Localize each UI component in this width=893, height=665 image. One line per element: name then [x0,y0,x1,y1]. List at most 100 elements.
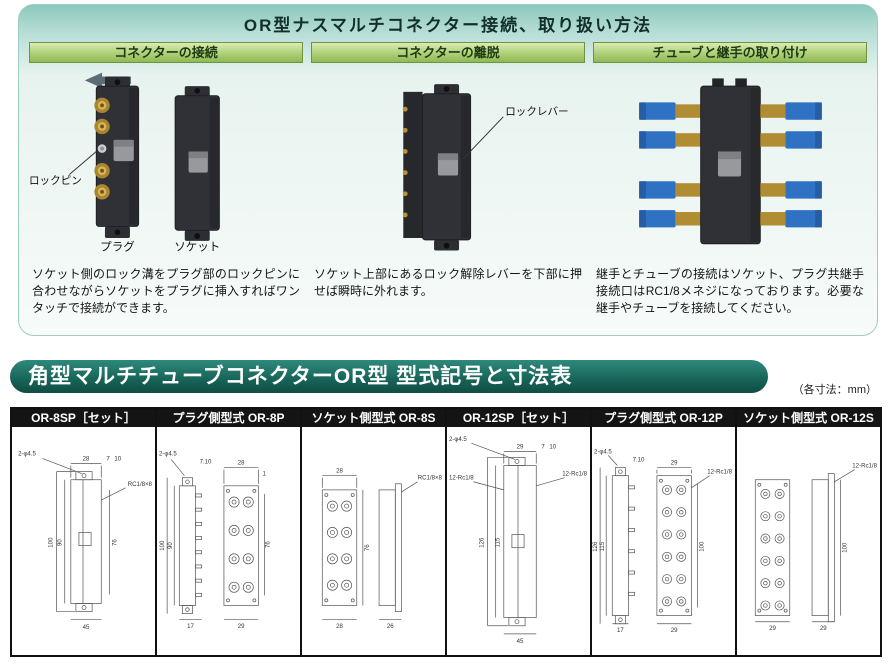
dim-label: 28 [336,623,343,630]
tube-fitting-illustration [639,78,822,245]
drawing-or12p: 2-φ4.5 7.10 29 12-Rc1/8 126 115 100 17 2… [592,448,732,633]
dim-col-or8s-header: ソケット側型式 OR-8S [302,409,445,427]
dim-col-or12sp: OR-12SP［セット］ [447,409,592,655]
connection-image: ロックピン プラグ ソケット [29,63,303,263]
or8s-dimension-lines [321,475,418,620]
drawing-or8s: 28 RC1/8×8 76 28 26 [321,467,443,630]
dim-label: 29 [671,459,678,466]
handling-panel: OR型ナスマルチコネクター接続、取り扱い方法 コネクターの接続 [18,4,878,336]
dim-label: 126 [479,537,486,548]
or8p-outline [178,477,259,614]
dim-label: 10 [549,443,556,450]
dim-col-or8sp: OR-8SP［セット］ [12,409,157,655]
dim-label: 28 [336,467,343,474]
or8s-outline [321,483,402,612]
section-connection: コネクターの接続 [29,42,303,317]
dim-col-or8s: ソケット側型式 OR-8S [302,409,447,655]
dim-label: 7 [106,455,110,462]
dim-label: 100 [48,537,55,548]
section-tube-fitting-header: チューブと継手の取り付け [593,42,867,63]
dim-col-or8sp-header: OR-8SP［セット］ [12,409,155,427]
or8p-dimension-lines [166,459,265,620]
dimension-section-title: 角型マルチチューブコネクターOR型 型式記号と寸法表 [10,360,768,393]
dim-label: 29 [671,627,678,634]
or8s-dimension-labels: 28 RC1/8×8 76 28 26 [336,467,442,629]
or8sp-dimension-labels: 2-φ4.5 7 10 28 RC1/8×8 100 90 76 45 [18,450,152,630]
plug-caption: プラグ [100,239,135,253]
dim-label: 26 [387,623,394,630]
dim-label: RC1/8×8 [418,475,443,482]
dim-label: 7 [541,443,545,450]
dim-label: 29 [769,625,776,632]
dim-label: RC1/8×8 [128,481,153,488]
lock-pin-label: ロックピン [29,175,82,187]
or12p-outline [611,467,692,624]
assembled-connector [402,84,472,251]
dim-label: 12-Rc1/8 [562,470,587,477]
drawing-or8p: 2-φ4.5 7.10 28 1 100 90 76 17 29 [159,450,272,629]
or12sp-outline [503,456,537,626]
dim-label: 2-φ4.5 [18,450,36,457]
dim-col-or12p-header: プラグ側型式 OR-12P [592,409,735,427]
dimension-table: OR-8SP［セット］ [10,407,882,657]
or12p-dimension-labels: 2-φ4.5 7.10 29 12-Rc1/8 126 115 100 17 2… [592,448,732,633]
connection-description: ソケット側のロック溝をプラグ部のロックピンに合わせながらソケットをプラグに挿入す… [32,267,300,316]
connection-illustration: ロックピン プラグ ソケット [29,72,220,253]
or12p-dimension-lines [599,454,710,624]
socket-connector [174,86,220,241]
or12s-dimension-labels: 12-Rc1/8 100 29 29 [769,462,877,631]
dim-label: 90 [57,538,64,545]
unit-note: （各寸法：mm） [792,384,877,396]
dim-label: 76 [364,544,371,551]
dim-col-or12sp-header: OR-12SP［セット］ [447,409,590,427]
section-detachment-header: コネクターの離脱 [311,42,585,63]
tube-fittings-left [639,102,701,228]
dim-label: 17 [617,627,624,634]
dim-col-or12p: プラグ側型式 OR-12P [592,409,737,655]
or8p-dimension-labels: 2-φ4.5 7.10 28 1 100 90 76 17 29 [159,450,272,629]
dim-label: 115 [599,541,606,551]
drawing-or8sp: 2-φ4.5 7 10 28 RC1/8×8 100 90 76 45 [18,450,152,630]
connector-block [700,78,761,245]
or8sp-outline [70,471,102,612]
or12s-dimension-lines [755,469,855,622]
or12s-outline [754,473,835,622]
dim-label: 10 [114,455,121,462]
dim-col-or12s: ソケット側型式 OR-12S [737,409,880,655]
dim-label: 12-Rc1/8 [852,462,877,469]
dim-label: 2-φ4.5 [159,450,177,457]
plug-connector [94,76,140,238]
lock-pin-leader-line [69,151,97,175]
drawing-or12sp: 2-φ4.5 7 10 29 12-Rc1/8 12-Rc1/8 126 115… [449,436,588,645]
section-connection-header: コネクターの接続 [29,42,303,63]
or8sp-dimension-lines [42,457,126,620]
dim-label: 1 [262,470,266,477]
dim-label: 7.10 [633,456,645,463]
dim-label: 29 [238,623,245,630]
dim-label: 28 [238,459,245,466]
detachment-description: ソケット上部にあるロック解除レバーを下部に押せば瞬時に外れます。 [314,267,582,299]
tube-fitting-description: 継手とチューブの接続はソケット、プラグ共継手接続口はRC1/8メネジになっており… [596,267,864,316]
dim-col-or8p-header: プラグ側型式 OR-8P [157,409,300,427]
dim-label: 76 [111,538,118,545]
drawing-or12s: 12-Rc1/8 100 29 29 [754,462,878,632]
tube-fitting-image [593,63,867,263]
or12sp-dimension-lines [471,442,565,635]
dim-label: 28 [83,455,90,462]
detachment-image: ロックレバー [311,63,585,263]
lock-lever-leader-line [462,116,504,160]
dim-label: 2-φ4.5 [449,436,467,443]
dim-label: 100 [842,542,849,553]
dim-label: 90 [167,541,174,548]
dim-label: 115 [495,537,502,547]
dim-label: 29 [517,443,524,450]
panel-title: OR型ナスマルチコネクター接続、取り扱い方法 [243,16,653,35]
socket-caption: ソケット [174,240,220,253]
dim-label: 12-Rc1/8 [707,468,732,475]
tube-fittings-right [760,102,822,228]
dim-label: 126 [592,541,599,552]
dim-label: 45 [83,624,90,631]
dim-label: 76 [265,540,272,547]
detachment-illustration: ロックレバー [402,84,569,251]
dim-label: 29 [820,625,827,632]
